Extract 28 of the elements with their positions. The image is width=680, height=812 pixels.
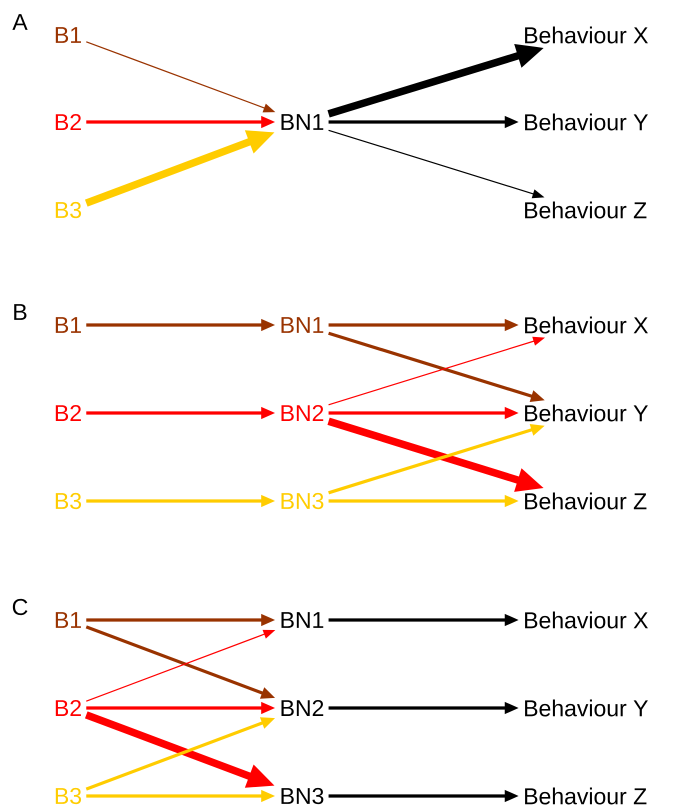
node-label: Behaviour Z: [525, 492, 646, 510]
node-label: Behaviour Y: [525, 700, 648, 716]
node-label: Behaviour X: [525, 316, 648, 334]
node-label: Behaviour Y: [525, 114, 648, 130]
node-label: Behaviour Y: [525, 404, 648, 422]
node-label: BN1: [282, 114, 324, 130]
node-label: Behaviour X: [525, 26, 648, 44]
node-label: BN3: [282, 788, 324, 804]
node-label: B1: [56, 27, 81, 43]
node-label: BN2: [282, 700, 324, 716]
node-label: B3: [56, 788, 82, 804]
node-label: B1: [56, 612, 81, 628]
node-label: B1: [56, 317, 81, 333]
node-label: Behaviour X: [525, 612, 648, 628]
node-label: B3: [56, 202, 82, 218]
node-label: BN1: [282, 612, 324, 628]
panel-label: B: [14, 304, 26, 320]
node-label: BN3: [282, 492, 324, 510]
panel-label: A: [12, 14, 28, 30]
node-label: B2: [56, 404, 81, 422]
node-label: BN2: [282, 404, 324, 422]
node-label: Behaviour Z: [525, 202, 646, 218]
node-label: Behaviour Z: [525, 788, 646, 804]
panel-label: C: [12, 598, 28, 616]
node-label: B2: [56, 700, 81, 716]
node-label: BN1: [282, 317, 324, 333]
node-label: B2: [56, 114, 81, 130]
node-label: B3: [56, 492, 82, 510]
